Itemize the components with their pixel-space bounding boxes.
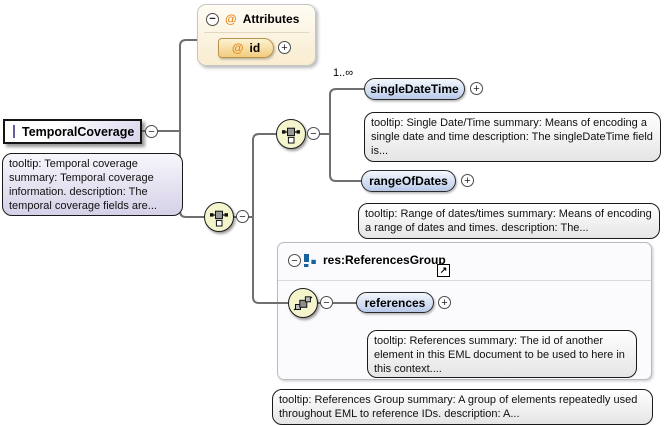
attributes-box: − @ Attributes @ id + bbox=[197, 4, 316, 66]
choice-icon bbox=[282, 127, 300, 144]
sequence-compositor-root[interactable] bbox=[204, 202, 234, 232]
group-header-divider bbox=[278, 280, 651, 281]
expand-toggle-singledatetime[interactable]: + bbox=[470, 82, 483, 95]
collapse-toggle-temporalcoverage[interactable]: − bbox=[145, 125, 158, 138]
element-rangeofdates[interactable]: rangeOfDates bbox=[361, 170, 456, 192]
sequence-compositor-group[interactable] bbox=[288, 288, 318, 318]
attribute-id[interactable]: @ id bbox=[218, 38, 274, 58]
element-singledatetime-label: singleDateTime bbox=[370, 82, 459, 96]
tooltip-references-text: tooltip: References summary: The id of a… bbox=[374, 335, 625, 375]
tooltip-references-group: tooltip: References Group summary: A gro… bbox=[272, 389, 653, 425]
tooltip-singledatetime: tooltip: Single Date/Time summary: Means… bbox=[364, 112, 661, 162]
occurrence-label: 1..∞ bbox=[333, 67, 354, 79]
tooltip-rangeofdates: tooltip: Range of dates/times summary: M… bbox=[358, 203, 660, 239]
expand-toggle-references[interactable]: + bbox=[438, 296, 451, 309]
element-temporalcoverage[interactable]: TemporalCoverage bbox=[3, 119, 142, 144]
tooltip-temporalcoverage: tooltip: Temporal coverage summary: Temp… bbox=[2, 153, 183, 216]
choice-compositor-dates[interactable] bbox=[276, 119, 306, 149]
attribute-at-icon: @ bbox=[225, 12, 237, 26]
tooltip-singledatetime-text: tooltip: Single Date/Time summary: Means… bbox=[371, 117, 653, 157]
attributes-title: Attributes bbox=[242, 12, 300, 26]
element-icon bbox=[13, 125, 15, 138]
references-group-title: res:ReferencesGroup bbox=[323, 253, 446, 267]
collapse-toggle-root-compositor[interactable]: − bbox=[236, 210, 249, 223]
element-temporalcoverage-label: TemporalCoverage bbox=[22, 124, 135, 139]
collapse-toggle-attributes[interactable]: − bbox=[206, 12, 219, 26]
collapse-toggle-references-group[interactable]: − bbox=[288, 254, 301, 267]
tooltip-references-group-text: tooltip: References Group summary: A gro… bbox=[279, 394, 638, 420]
goto-definition-icon[interactable]: ↗ bbox=[437, 264, 450, 277]
element-rangeofdates-label: rangeOfDates bbox=[369, 174, 448, 188]
sequence-icon bbox=[210, 210, 228, 227]
attribute-at-icon: @ bbox=[231, 41, 244, 55]
attribute-id-label: id bbox=[249, 41, 261, 55]
element-references-label: references bbox=[364, 295, 426, 310]
attributes-divider bbox=[204, 32, 309, 33]
attributes-header: − @ Attributes bbox=[206, 12, 299, 26]
expand-toggle-id[interactable]: + bbox=[278, 41, 291, 54]
element-references[interactable]: references bbox=[356, 292, 434, 313]
model-group-icon bbox=[304, 254, 316, 267]
tooltip-references: tooltip: References summary: The id of a… bbox=[367, 330, 637, 378]
tooltip-rangeofdates-text: tooltip: Range of dates/times summary: M… bbox=[365, 208, 652, 234]
tooltip-temporalcoverage-text: tooltip: Temporal coverage summary: Temp… bbox=[9, 158, 157, 212]
element-singledatetime[interactable]: singleDateTime bbox=[364, 78, 465, 100]
collapse-toggle-dates-compositor[interactable]: − bbox=[307, 127, 320, 140]
expand-toggle-rangeofdates[interactable]: + bbox=[461, 174, 474, 187]
diagonal-sequence-icon bbox=[293, 296, 313, 311]
collapse-toggle-group-compositor[interactable]: − bbox=[320, 296, 333, 309]
